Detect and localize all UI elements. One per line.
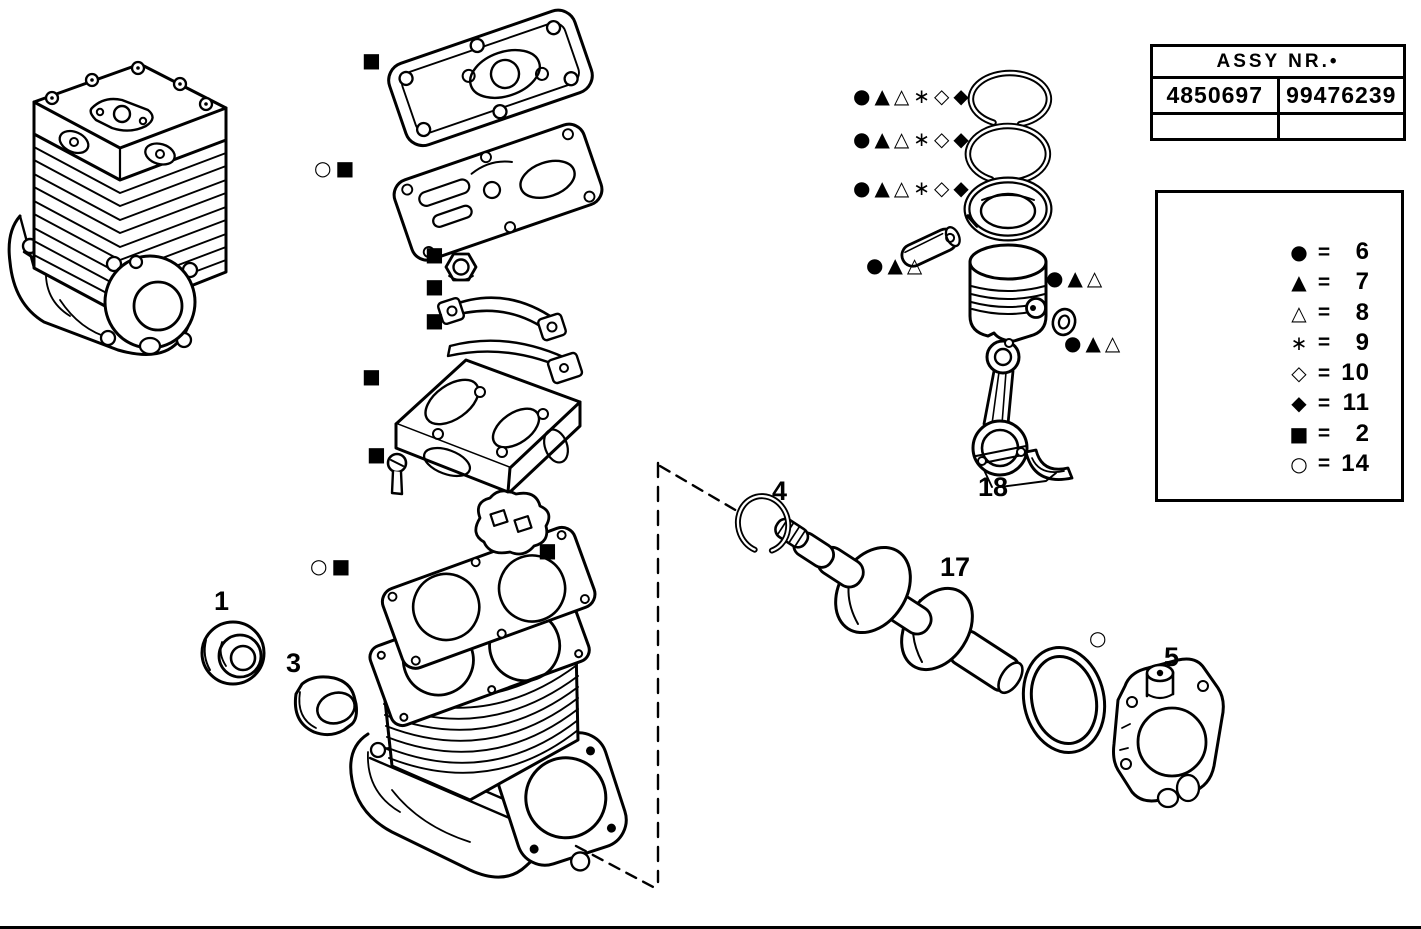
filled-diamond-icon: ◆ <box>1291 391 1307 416</box>
piston-pin-drawing <box>900 226 961 268</box>
symbol-group-circlip: ●▲△ <box>1064 331 1125 355</box>
legend-entry-open-triangle: △ = 8 <box>1284 300 1370 326</box>
alignment-dashed-lines <box>574 461 739 890</box>
assy-table-empty-row <box>1153 115 1403 138</box>
symbol-marker-reed-valve: ■ <box>425 308 448 332</box>
equals-sign: = <box>1317 391 1331 415</box>
valve-plate-drawing <box>394 358 582 494</box>
filled-circle-icon: ● <box>1290 240 1308 264</box>
legend-entry-open-circle: ○ = 14 <box>1284 451 1370 477</box>
legend-entry-filled-square: ■ = 2 <box>1284 421 1370 447</box>
part-label-4: 4 <box>772 476 788 506</box>
equals-sign: = <box>1317 422 1331 446</box>
symbol-group-ring-row-3: ●▲△∗◇◆ <box>853 176 973 200</box>
head-gasket-drawing <box>392 122 604 262</box>
head-cover-drawing <box>387 8 594 148</box>
symbol-marker-valve-screw: ■ <box>367 442 390 466</box>
valve-screw-drawing <box>386 452 408 496</box>
asterisk-icon: ∗ <box>1290 330 1308 355</box>
connecting-rod-drawing <box>971 338 1074 488</box>
inner-gasket-drawing <box>474 489 551 556</box>
base-gasket-drawing <box>380 525 597 670</box>
symbol-marker-head-cover: ■ <box>362 48 385 72</box>
legend-entry-asterisk: ∗ = 9 <box>1284 330 1370 356</box>
assy-number-1: 4850697 <box>1153 79 1280 112</box>
assy-number-2: 99476239 <box>1286 82 1397 108</box>
symbol-marker-valve-nut: ■ <box>425 242 448 266</box>
legend-value: 6 <box>1355 238 1370 265</box>
pin-circlip-drawing <box>1051 307 1077 337</box>
snap-ring-drawing <box>734 493 792 554</box>
piston-drawing <box>968 243 1048 343</box>
equals-sign: = <box>1317 331 1331 355</box>
legend-value: 7 <box>1355 268 1370 296</box>
equals-sign: = <box>1317 452 1331 476</box>
assy-table-title: ASSY NR.• <box>1153 47 1403 79</box>
legend-value: 14 <box>1341 449 1370 477</box>
symbol-legend-box: ● = 6 ▲ = 7 △ = 8 ∗ = 9 ◇ = 10 <box>1155 190 1404 502</box>
legend-entry-filled-circle: ● = 6 <box>1284 239 1370 265</box>
o-ring-drawing <box>1021 645 1107 755</box>
legend-entry-open-diamond: ◇ = 10 <box>1284 360 1370 386</box>
equals-sign: = <box>1317 361 1331 385</box>
part-label-17: 17 <box>940 552 971 582</box>
piston-ring-2-drawing <box>964 122 1052 185</box>
symbol-legend-entries: ● = 6 ▲ = 7 △ = 8 ∗ = 9 ◇ = 10 <box>1284 239 1370 477</box>
piston-ring-1-drawing <box>967 69 1053 128</box>
open-triangle-icon: △ <box>1291 300 1307 325</box>
symbol-group-ring-row-2: ●▲△∗◇◆ <box>853 127 973 151</box>
legend-entry-filled-diamond: ◆ = 11 <box>1284 390 1370 416</box>
part-label-3: 3 <box>286 648 302 678</box>
open-diamond-icon: ◇ <box>1291 361 1307 386</box>
filled-triangle-icon: ▲ <box>1291 270 1307 295</box>
symbol-marker-valve-strap: ■ <box>425 274 448 298</box>
symbol-marker-inner-gasket: ■ <box>538 538 561 562</box>
symbol-group-piston-pin: ●▲△ <box>866 253 927 277</box>
legend-entry-filled-triangle: ▲ = 7 <box>1284 269 1370 295</box>
legend-value: 2 <box>1355 419 1370 447</box>
assy-table-numbers-row: 4850697 99476239 <box>1153 79 1403 115</box>
reed-valve-drawing <box>446 339 584 385</box>
equals-sign: = <box>1317 301 1331 325</box>
bearing-drawing <box>200 620 266 686</box>
part-label-5: 5 <box>1164 642 1180 672</box>
end-cover-drawing <box>1112 657 1225 809</box>
part-label-1: 1 <box>214 586 230 616</box>
symbol-marker-o-ring: ○ <box>1089 626 1111 650</box>
valve-nut-drawing <box>444 252 478 282</box>
symbol-group-ring-row-1: ●▲△∗◇◆ <box>853 84 973 108</box>
equals-sign: = <box>1317 240 1331 264</box>
assy-empty-cell-1 <box>1153 115 1280 138</box>
symbol-marker-base-gasket: ○■ <box>310 554 355 578</box>
assy-empty-cell-2 <box>1280 115 1404 138</box>
assembled-compressor-drawing <box>7 60 228 356</box>
symbol-marker-head-gasket: ○■ <box>314 156 359 180</box>
open-circle-icon: ○ <box>1290 451 1308 476</box>
assy-number-table: ASSY NR.• 4850697 99476239 <box>1150 44 1406 141</box>
symbol-group-piston: ●▲△ <box>1046 266 1107 290</box>
bushing-drawing <box>293 675 358 737</box>
legend-value: 11 <box>1342 389 1370 417</box>
oil-ring-drawing <box>963 176 1053 242</box>
part-label-18: 18 <box>978 472 1009 502</box>
legend-value: 10 <box>1341 359 1370 387</box>
page-bottom-rule <box>0 926 1421 929</box>
crankshaft-drawing <box>774 517 1024 695</box>
equals-sign: = <box>1317 270 1331 294</box>
legend-value: 8 <box>1355 298 1370 326</box>
legend-value: 9 <box>1355 328 1370 356</box>
filled-square-icon: ■ <box>1289 421 1309 446</box>
valve-strap-drawing <box>436 296 567 342</box>
symbol-marker-valve-plate: ■ <box>362 364 385 388</box>
